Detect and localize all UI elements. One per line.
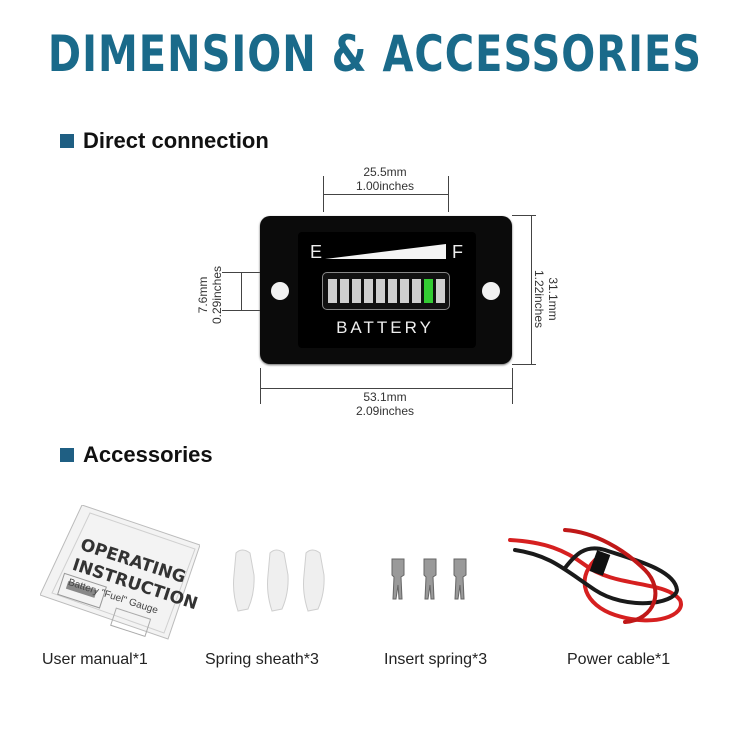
section-marker-icon <box>60 448 74 462</box>
dimension-left-mm: 7.6mm <box>196 276 210 314</box>
dimension-left-line <box>241 273 242 310</box>
dimension-top: 25.5mm 1.00inches <box>330 165 440 193</box>
dimension-bottom-line <box>260 388 512 389</box>
section-accessories: Accessories <box>60 442 213 468</box>
dimension-bottom-in: 2.09inches <box>355 404 415 418</box>
meter-empty-label: E <box>310 242 323 262</box>
dimension-left-tick-bottom <box>222 310 268 311</box>
led-segment <box>363 279 373 303</box>
spring-sheath-image <box>233 549 325 612</box>
led-segment <box>411 279 421 303</box>
dimension-right-in: 1.22inches <box>532 269 546 329</box>
dimension-right-line <box>531 216 532 364</box>
section-title-direct: Direct connection <box>83 128 269 153</box>
dimension-bottom: 53.1mm 2.09inches <box>330 390 440 418</box>
section-direct-connection: Direct connection <box>60 128 269 154</box>
dimension-left: 7.6mm 0.29inches <box>196 260 224 330</box>
led-segment <box>339 279 349 303</box>
dimension-left-tick-top <box>222 272 268 273</box>
led-segment <box>399 279 409 303</box>
meter-full-label: F <box>452 242 463 262</box>
dimension-bottom-tick-right <box>512 368 513 404</box>
caption-spring-sheath: Spring sheath*3 <box>205 651 319 668</box>
page-title: DIMENSION & ACCESSORIES <box>47 26 703 84</box>
caption-insert-spring: Insert spring*3 <box>384 651 488 668</box>
power-cable-image <box>508 528 683 624</box>
dimension-top-line <box>323 194 449 195</box>
insert-spring-image <box>391 558 467 600</box>
led-segment <box>423 279 433 303</box>
led-segment <box>351 279 361 303</box>
user-manual-image: OPERATING INSTRUCTION Battery "Fuel" Gau… <box>39 504 201 640</box>
mounting-hole-right <box>482 282 500 300</box>
meter-wedge-icon <box>325 244 446 259</box>
led-segment <box>327 279 337 303</box>
dimension-top-in: 1.00inches <box>355 179 415 193</box>
meter-led-bar <box>322 272 450 310</box>
dimension-top-mm: 25.5mm <box>363 165 407 179</box>
caption-power-cable: Power cable*1 <box>567 651 671 668</box>
led-segment <box>387 279 397 303</box>
led-segment <box>435 279 445 303</box>
mounting-hole-left <box>271 282 289 300</box>
dimension-bottom-mm: 53.1mm <box>363 390 407 404</box>
dimension-top-tick-left <box>323 176 324 212</box>
section-marker-icon <box>60 134 74 148</box>
caption-user-manual: User manual*1 <box>42 651 148 668</box>
dimension-right-tick-top <box>512 215 536 216</box>
meter-battery-label: BATTERY <box>336 318 434 337</box>
dimension-left-in: 0.29inches <box>210 265 224 325</box>
dimension-right-tick-bottom <box>512 364 536 365</box>
dimension-top-tick-right <box>448 176 449 212</box>
section-title-accessories: Accessories <box>83 442 213 467</box>
dimension-bottom-tick-left <box>260 368 261 404</box>
dimension-right: 31.1mm 1.22inches <box>532 259 560 339</box>
led-segment <box>375 279 385 303</box>
dimension-right-mm: 31.1mm <box>546 277 560 321</box>
